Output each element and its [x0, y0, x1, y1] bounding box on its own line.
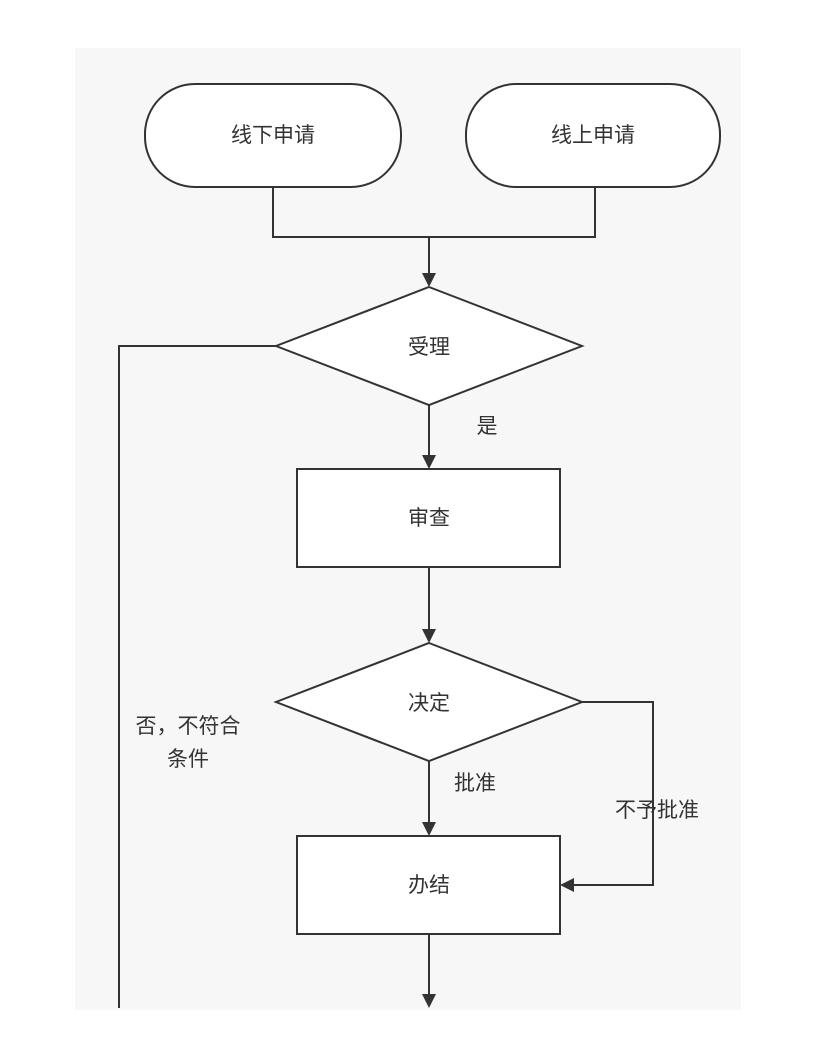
node-accept: 受理 [273, 285, 585, 407]
node-online-apply: 线上申请 [465, 83, 721, 188]
arrow-not-approve [560, 701, 654, 892]
reject-label-line2: 条件 [167, 747, 209, 771]
node-review-label: 审查 [408, 506, 450, 530]
node-review: 审查 [296, 468, 561, 568]
reject-line [118, 345, 276, 1008]
node-complete-label: 办结 [408, 873, 450, 897]
approve-label: 批准 [454, 771, 496, 795]
node-accept-label: 受理 [408, 335, 450, 359]
merge-connector [272, 187, 596, 238]
node-offline-apply-label: 线下申请 [231, 123, 315, 147]
node-decide: 决定 [273, 641, 585, 763]
node-offline-apply: 线下申请 [144, 83, 402, 188]
node-online-apply-label: 线上申请 [551, 123, 635, 147]
node-complete: 办结 [296, 835, 561, 935]
node-decide-label: 决定 [408, 691, 450, 715]
yes-label: 是 [477, 414, 498, 438]
not-approve-label: 不予批准 [615, 798, 699, 822]
reject-label-line1: 否，不符合 [136, 714, 241, 738]
